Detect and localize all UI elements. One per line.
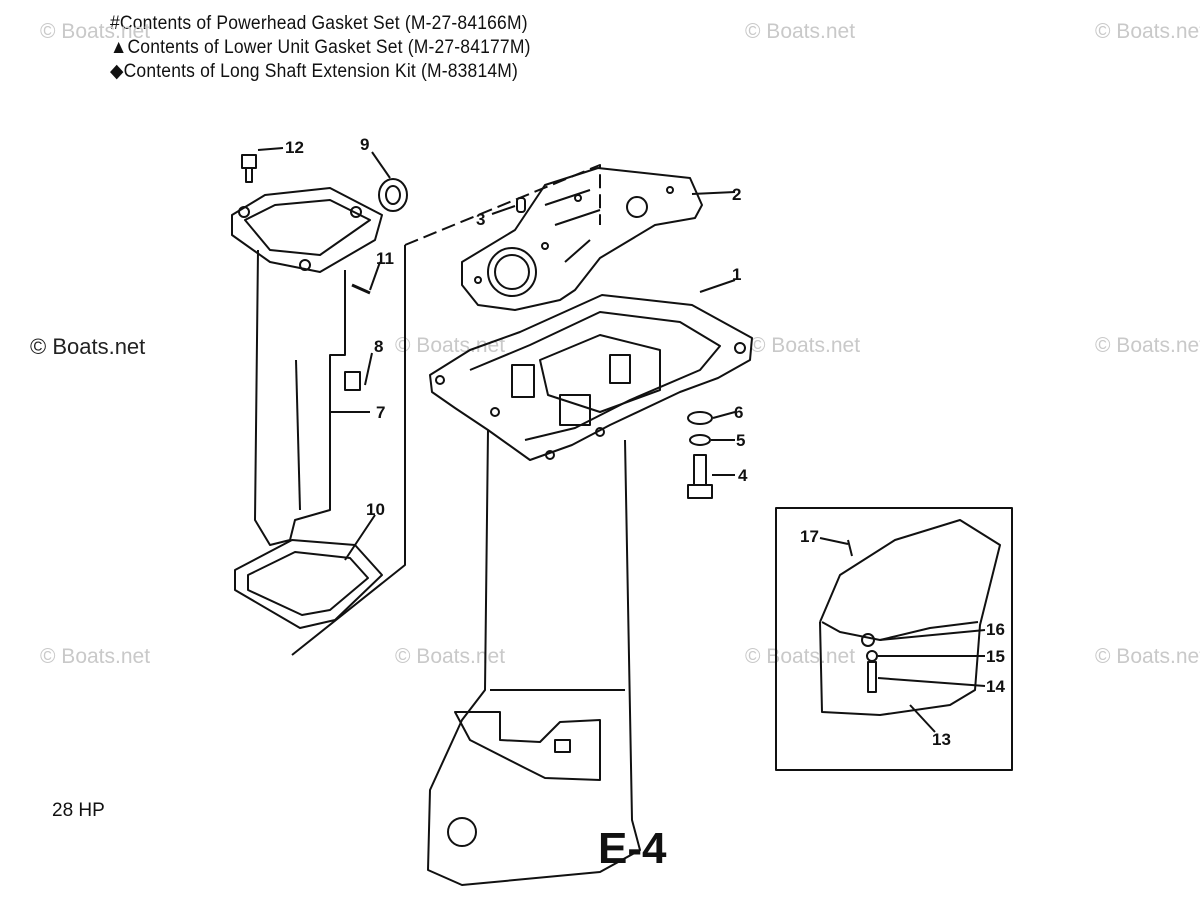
callout-12: 12 <box>285 138 304 157</box>
screw <box>241 154 257 183</box>
callout-17: 17 <box>800 527 819 546</box>
bushing <box>344 371 361 391</box>
callout-3: 3 <box>476 210 485 229</box>
callout-11: 11 <box>376 249 394 268</box>
parts-legend: #Contents of Powerhead Gasket Set (M-27-… <box>110 12 531 84</box>
gasket-plate <box>461 167 703 311</box>
gasket <box>234 539 383 629</box>
lock-washer <box>689 434 711 446</box>
callout-labels: 1 2 3 4 5 6 7 8 9 10 11 12 13 14 15 16 1… <box>285 135 1005 749</box>
watermark: © Boats.net <box>750 334 861 357</box>
pin <box>351 283 371 295</box>
model-label: 28 HP <box>52 800 105 821</box>
watermark: © Boats.net <box>395 334 506 357</box>
callout-16: 16 <box>986 620 1005 639</box>
watermark: © Boats.net <box>40 20 151 43</box>
driveshaft-housing <box>429 294 753 461</box>
bolt <box>867 661 877 693</box>
watermark: © Boats.net <box>1095 334 1200 357</box>
watermark: © Boats.net <box>395 645 506 668</box>
legend-item-long-shaft: ◆Contents of Long Shaft Extension Kit (M… <box>110 61 519 82</box>
washer <box>687 411 713 425</box>
extension-tube <box>254 249 346 546</box>
callout-8: 8 <box>374 337 383 356</box>
watermark: © Boats.net <box>1095 645 1200 668</box>
callout-15: 15 <box>986 647 1005 666</box>
callout-4: 4 <box>738 466 748 485</box>
callout-2: 2 <box>732 185 741 204</box>
callout-7: 7 <box>376 403 385 422</box>
watermark: © Boats.net <box>40 645 151 668</box>
lock-washer <box>866 650 878 662</box>
callout-9: 9 <box>360 135 369 154</box>
seal <box>378 178 408 212</box>
legend-item-lower-unit: ▲Contents of Lower Unit Gasket Set (M-27… <box>110 37 531 58</box>
legend-item-powerhead: #Contents of Powerhead Gasket Set (M-27-… <box>110 13 528 34</box>
bolt <box>687 454 713 499</box>
watermark: © Boats.net <box>745 645 856 668</box>
watermark: © Boats.net <box>745 20 856 43</box>
callout-1: 1 <box>732 265 741 284</box>
inset-box <box>775 507 1013 771</box>
group-bracket <box>404 164 601 246</box>
watermark: © Boats.net <box>1095 20 1200 43</box>
callout-14: 14 <box>986 677 1005 696</box>
housing-tube <box>427 429 641 886</box>
callout-5: 5 <box>736 431 745 450</box>
watermark: © Boats.net <box>30 334 146 359</box>
callout-13: 13 <box>932 730 951 749</box>
diagram-code: E-4 <box>598 824 667 873</box>
callout-10: 10 <box>366 500 385 519</box>
dowel-pin <box>516 197 526 213</box>
spacer-plate <box>819 519 1001 716</box>
callout-6: 6 <box>734 403 743 422</box>
washer <box>861 633 875 647</box>
group-bracket <box>291 245 406 656</box>
